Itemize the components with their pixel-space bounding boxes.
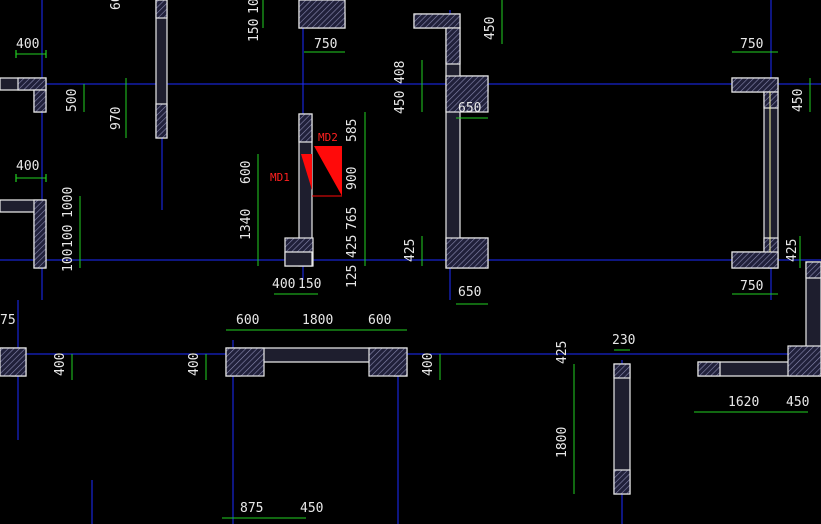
dim-label: 875 (240, 501, 263, 516)
walls (0, 0, 821, 495)
doors: MD1 MD2 (270, 131, 342, 197)
dim-label: 100 (61, 225, 76, 248)
dim-label: 450 (483, 17, 498, 40)
dim-label: 585 (345, 119, 360, 142)
dim-label: 750 (740, 279, 763, 294)
column (697, 361, 721, 377)
column (731, 77, 779, 93)
dim-label: 425 (345, 235, 360, 258)
dim-label: 75 (0, 313, 16, 328)
column (613, 469, 631, 495)
dim-label: 750 (314, 37, 337, 52)
door-md1-label: MD1 (270, 171, 290, 184)
column (613, 363, 631, 379)
dim-label: 765 (345, 207, 360, 230)
dim-label: 450 (791, 89, 806, 112)
dim-label: 425 (403, 239, 418, 262)
column (445, 27, 461, 65)
dimension-labels: 600 400 150 750 100 450 400 500 970 408 … (0, 0, 809, 516)
column (0, 347, 27, 377)
dim-label: 1800 (555, 427, 570, 458)
column (225, 347, 265, 377)
dim-label: 650 (458, 285, 481, 300)
dim-label: 150 (247, 19, 262, 42)
dim-label: 500 (65, 89, 80, 112)
wall-segment (284, 251, 313, 267)
dim-label: 125 (345, 265, 360, 288)
column (17, 77, 47, 91)
dim-label: 400 (272, 277, 295, 292)
dim-label: 1340 (239, 209, 254, 240)
dim-label: 400 (187, 353, 202, 376)
dim-label: 900 (345, 167, 360, 190)
column (787, 345, 821, 377)
column (731, 251, 779, 269)
dim-label: 1000 (61, 187, 76, 218)
dim-label: 150 (298, 277, 321, 292)
dim-label: 425 (785, 239, 800, 262)
dim-label: 1620 (728, 395, 759, 410)
column (33, 89, 47, 113)
dim-label: 1800 (302, 313, 333, 328)
dim-label: 970 (109, 107, 124, 130)
dim-label: 425 (555, 341, 570, 364)
dim-label: 230 (612, 333, 635, 348)
column (445, 237, 489, 269)
column (155, 103, 168, 139)
column (298, 0, 346, 29)
dim-label: 408 (393, 61, 408, 84)
door-md1-symbol[interactable] (301, 154, 312, 190)
dim-label: 450 (393, 91, 408, 114)
dim-label: 650 (458, 101, 481, 116)
dim-label: 400 (53, 353, 68, 376)
dim-label: 100 (247, 0, 262, 14)
dim-label: 450 (300, 501, 323, 516)
dim-label: 750 (740, 37, 763, 52)
door-md2-label: MD2 (318, 131, 338, 144)
dim-label: 600 (368, 313, 391, 328)
door-md2-symbol[interactable] (314, 146, 342, 196)
dim-label: 600 (236, 313, 259, 328)
dim-label: 400 (16, 159, 39, 174)
column (298, 113, 313, 143)
column (445, 75, 489, 113)
column (805, 261, 821, 279)
column (33, 199, 47, 269)
column (368, 347, 408, 377)
dimension-lines (15, 0, 811, 519)
column (413, 13, 461, 29)
column (763, 91, 779, 109)
dim-label: 400 (16, 37, 39, 52)
dim-label: 600 (239, 161, 254, 184)
dim-label: 600 (109, 0, 124, 10)
dim-label: 450 (786, 395, 809, 410)
dim-label: 400 (421, 353, 436, 376)
dim-label: 100 (61, 249, 76, 272)
column (155, 0, 168, 19)
